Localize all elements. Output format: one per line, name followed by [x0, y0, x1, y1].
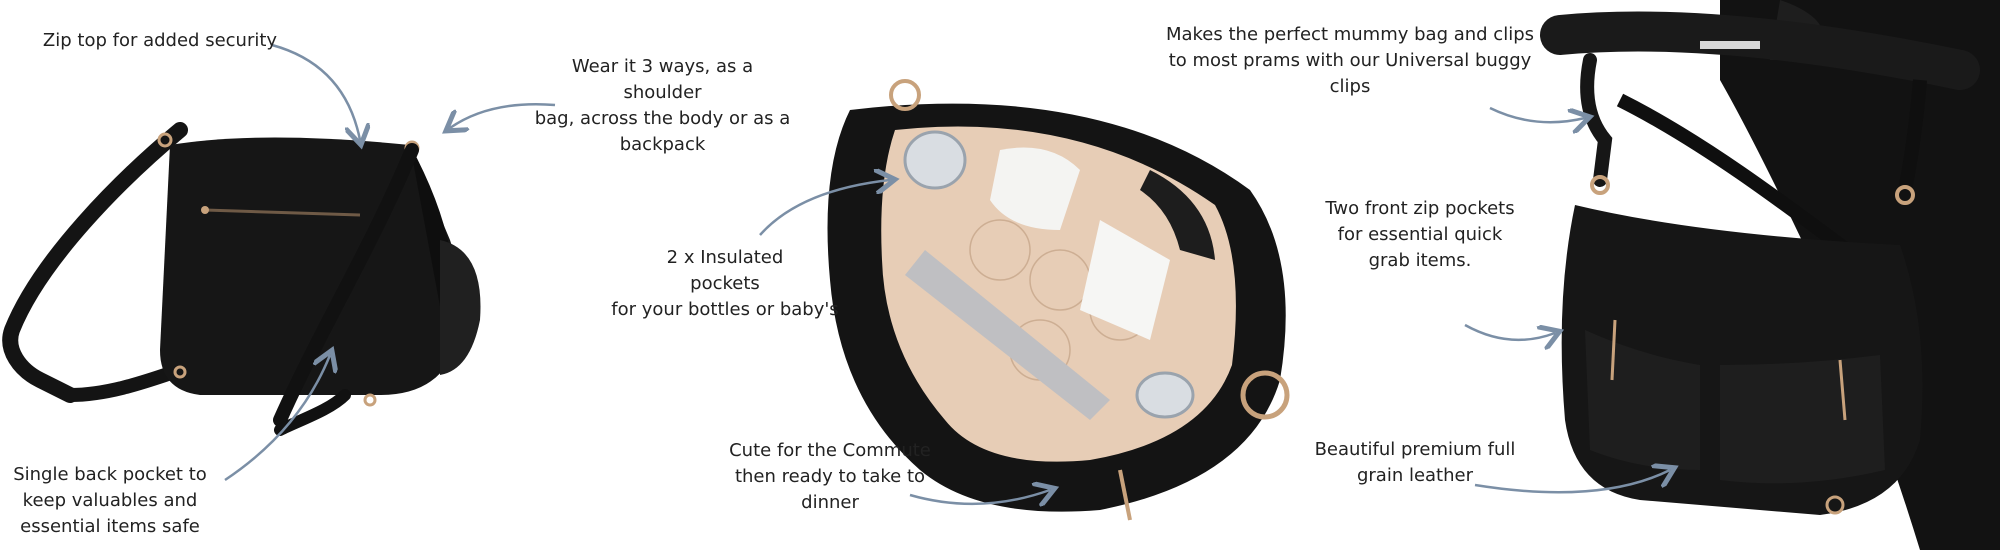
arrow-front-zip — [1464, 323, 1555, 340]
arrow-mummy-bag — [1489, 106, 1585, 122]
pram-bag-image — [1540, 0, 2000, 550]
arrow-insulated-pockets — [759, 180, 890, 236]
arrow-zip-top — [271, 43, 360, 140]
callout-commute: Cute for the Commute then ready to take … — [729, 440, 931, 513]
arrow-back-pocket — [224, 355, 330, 482]
callout-leather: Beautiful premium full grain leather — [1314, 439, 1516, 486]
callout-front-zip: Two front zip pockets for essential quic… — [1325, 198, 1515, 271]
callout-back-pocket: Single back pocket to keep valuables and… — [13, 464, 207, 537]
callout-arrows — [224, 43, 1670, 504]
arrow-commute — [909, 490, 1050, 504]
callout-zip-top: Zip top for added security — [42, 30, 278, 51]
backpack-bag-image — [2, 122, 481, 436]
callout-insulated-pockets: 2 x Insulated pockets for your bottles o… — [611, 247, 839, 320]
arrow-wear-3-ways — [450, 103, 556, 128]
open-bag-image — [827, 79, 1290, 521]
callout-mummy-bag: Makes the perfect mummy bag and clips to… — [1165, 24, 1535, 97]
callout-wear-3-ways: Wear it 3 ways, as a shoulder bag, acros… — [534, 56, 791, 155]
arrow-leather — [1474, 470, 1670, 494]
